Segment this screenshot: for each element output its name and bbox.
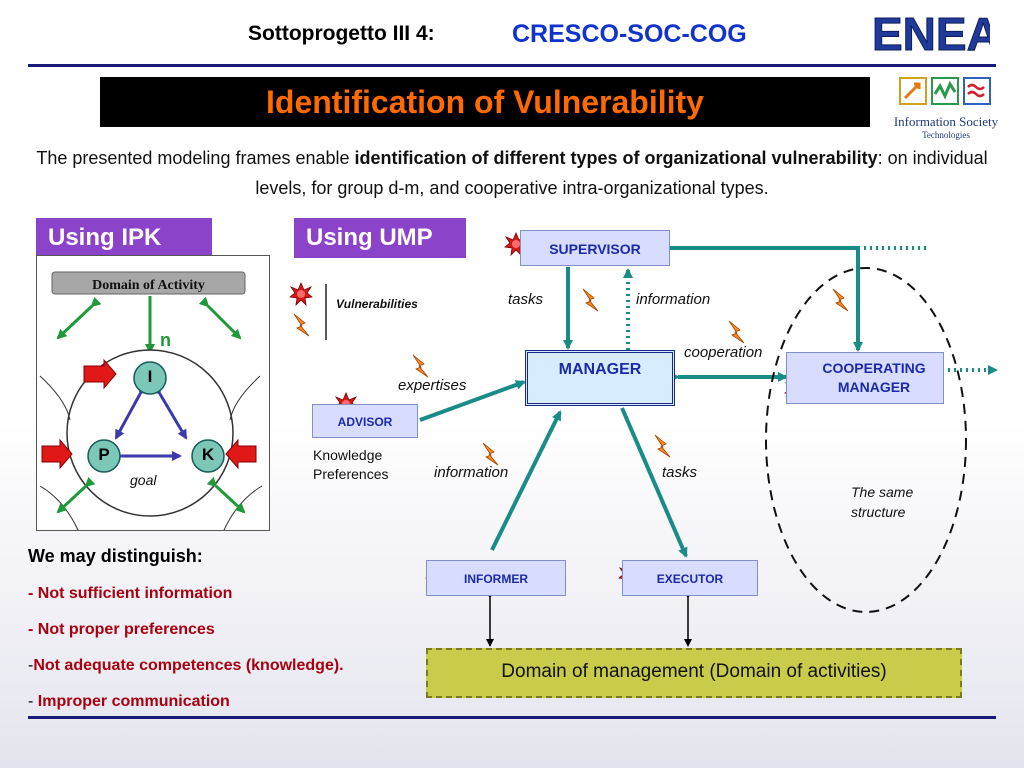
expertises-arrow (419, 380, 526, 422)
manager-label: MANAGER (558, 361, 642, 378)
lightning-icon (832, 288, 849, 312)
vulnerabilities-label: Vulnerabilities (336, 297, 418, 311)
lightning-icon (293, 313, 310, 337)
cooperating-manager-box: COOPERATING MANAGER (786, 352, 944, 404)
node-p-label: P (98, 445, 110, 464)
list-item: - Not proper preferences (28, 621, 215, 638)
intro-bold: identification of different types of org… (354, 148, 878, 168)
node-k-label: K (201, 445, 215, 464)
info-society-line2: Technologies (922, 130, 970, 140)
domain-of-activity-bar (51, 271, 246, 295)
node-p (87, 439, 121, 473)
list-item: - Not sufficient information (28, 585, 233, 602)
vulnerability-legend (289, 282, 327, 340)
expertises-label: expertises (398, 377, 467, 394)
lightning-icon (654, 434, 671, 458)
enea-logo: ENEA (868, 8, 991, 58)
domain-of-activity-label: Domain of Activity (92, 278, 205, 293)
manager-box: MANAGER (525, 350, 675, 406)
distinguish-heading: We may distinguish: (28, 546, 203, 566)
tab-using-ump: Using UMP (294, 218, 466, 258)
red-arrow-p (41, 438, 73, 470)
tab-using-ipk: Using IPK (36, 218, 212, 258)
info-society-logo: Information Society Technologies (876, 76, 1016, 142)
node-k (191, 439, 225, 473)
information-arrow-bottom (490, 410, 562, 551)
lightning-icon (412, 354, 429, 378)
red-arrow-i (83, 358, 117, 390)
list-item: - Improper communication (28, 693, 230, 711)
node-i-label: I (147, 367, 153, 386)
ipk-diagram (39, 271, 263, 531)
lightning-icon (582, 288, 599, 312)
same-structure-label: The same structure (851, 484, 914, 520)
node-i (133, 361, 167, 395)
executor-box: EXECUTOR (622, 560, 758, 596)
same-structure-ellipse (765, 267, 967, 613)
red-arrow-k (225, 438, 257, 470)
page-title: Identification of Vulnerability (100, 77, 870, 127)
intro-paragraph: The presented modeling frames enable ide… (28, 143, 996, 203)
supervisor-box: SUPERVISOR (520, 230, 670, 266)
knowledge-preferences-label: Knowledge Preferences (313, 447, 389, 482)
domain-of-management-box: Domain of management (Domain of activiti… (426, 648, 962, 698)
star-icon (289, 282, 313, 306)
enea-logo-text: ENEA (872, 8, 990, 58)
info-society-line1: Information Society (893, 114, 999, 129)
lightning-icon (728, 320, 745, 344)
cooperation-label: cooperation (684, 344, 763, 361)
goal-label: goal (130, 472, 157, 488)
tasks-top-label: tasks (508, 291, 544, 308)
ipk-circle (66, 349, 234, 517)
intro-part1: The presented modeling frames enable (36, 148, 355, 168)
intro-part2: : on individual levels, for group d-m, a… (255, 148, 988, 198)
n-label: n (160, 330, 171, 350)
lightning-icon (482, 442, 499, 466)
informer-box: INFORMER (426, 560, 566, 596)
subproject-label: Sottoprogetto III 4: (248, 22, 435, 45)
information-top-label: information (636, 291, 711, 308)
list-prefix: - (28, 693, 38, 710)
list-item: -Not adequate competences (knowledge). (28, 657, 344, 675)
tasks-bottom-label: tasks (662, 464, 698, 481)
list-item-text: Not adequate competences (knowledge). (33, 657, 344, 674)
list-prefix: - (28, 657, 34, 674)
footer-divider (28, 716, 996, 719)
advisor-box: ADVISOR (312, 404, 418, 438)
header-divider (28, 64, 996, 67)
ump-connections (419, 246, 998, 647)
project-name: CRESCO-SOC-COG (512, 20, 747, 48)
list-item-text: Improper communication (37, 693, 230, 710)
information-bottom-label: information (434, 464, 509, 481)
tasks-arrow-bottom (620, 407, 688, 558)
